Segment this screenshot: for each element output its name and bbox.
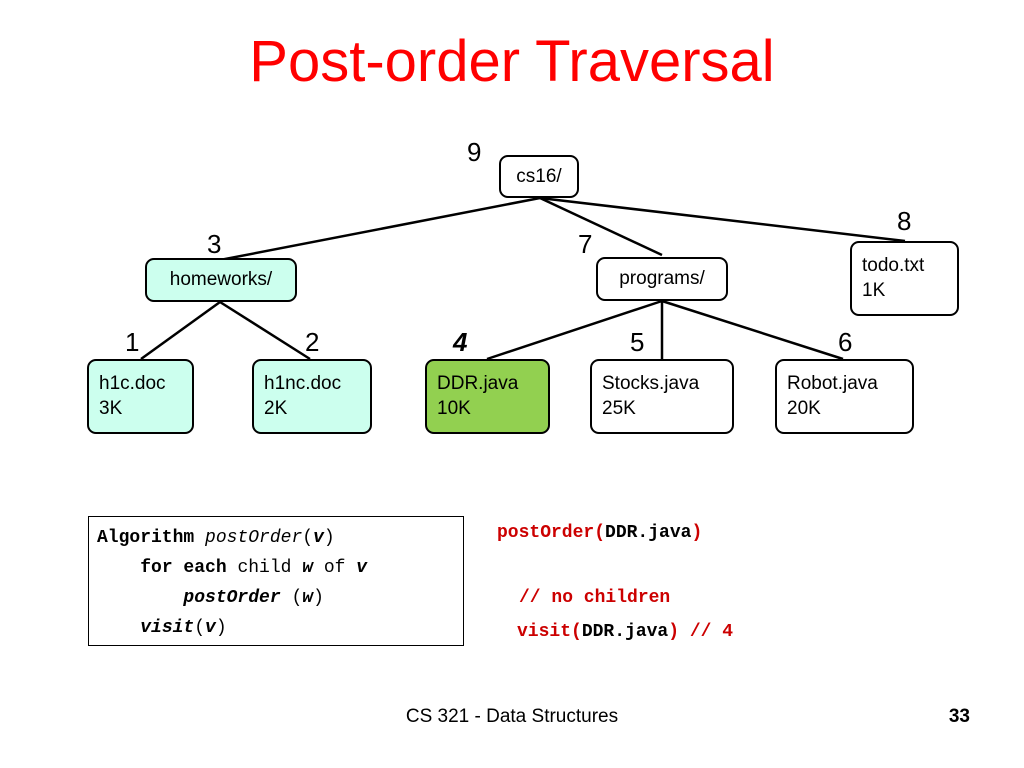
paren-close: ) bbox=[215, 618, 227, 638]
child-text: child bbox=[226, 558, 303, 578]
slide-page-number: 33 bbox=[948, 706, 970, 727]
node-homeworks: homeworks/ bbox=[145, 258, 297, 302]
order-number-robot: 6 bbox=[838, 327, 853, 357]
edge-homeworks-h1c bbox=[140, 300, 221, 361]
order-number-h1c: 1 bbox=[125, 327, 140, 357]
variable-w: w bbox=[302, 558, 314, 578]
order-number-todo: 8 bbox=[897, 206, 912, 236]
edge-programs-robot bbox=[661, 299, 844, 361]
variable-v: v bbox=[205, 618, 216, 638]
trace-visit-function: visit( bbox=[517, 622, 582, 642]
algorithm-paren-close: ) bbox=[323, 528, 335, 548]
indent bbox=[97, 588, 183, 608]
edge-root-programs bbox=[539, 196, 663, 257]
node-stocks-name: Stocks.java bbox=[602, 373, 700, 394]
algorithm-line-1: Algorithm postOrder(v) bbox=[97, 523, 463, 553]
trace-visit-comment: // 4 bbox=[679, 622, 734, 642]
trace-call-argument: DDR.java bbox=[605, 523, 692, 543]
algorithm-line-4: visit(v) bbox=[97, 613, 463, 643]
order-number-ddr: 4 bbox=[453, 327, 468, 357]
trace-call: postOrder(DDR.java) bbox=[497, 523, 702, 543]
node-robot-name: Robot.java bbox=[787, 373, 878, 394]
order-number-programs: 7 bbox=[578, 229, 593, 259]
algorithm-param-v: v bbox=[313, 528, 324, 548]
node-programs-label: programs/ bbox=[619, 268, 705, 289]
visit-call-name: visit bbox=[140, 618, 195, 638]
paren-open: ( bbox=[194, 618, 206, 638]
node-h1nc-name: h1nc.doc bbox=[264, 373, 342, 394]
node-ddr-name: DDR.java bbox=[437, 373, 519, 394]
algorithm-keyword: Algorithm bbox=[97, 528, 206, 548]
edge-homeworks-h1nc bbox=[219, 300, 311, 361]
slide-footer: CS 321 - Data Structures bbox=[405, 706, 619, 727]
node-todo-name: todo.txt bbox=[862, 255, 925, 276]
order-number-stocks: 5 bbox=[630, 327, 645, 357]
node-ddr-size: 10K bbox=[437, 398, 471, 419]
node-robot-size: 20K bbox=[787, 398, 821, 419]
node-h1c-name: h1c.doc bbox=[99, 373, 166, 394]
node-homeworks-label: homeworks/ bbox=[169, 269, 273, 290]
indent bbox=[97, 558, 140, 578]
paren-open: ( bbox=[280, 588, 303, 608]
node-h1c-size: 3K bbox=[99, 398, 123, 419]
for-each-keyword: for each bbox=[140, 558, 227, 578]
indent bbox=[97, 618, 140, 638]
edge-programs-ddr bbox=[486, 299, 663, 361]
node-root-label: cs16/ bbox=[516, 165, 562, 187]
node-h1nc-size: 2K bbox=[264, 398, 288, 419]
node-stocks-size: 25K bbox=[602, 398, 636, 419]
algorithm-line-2: for each child w of v bbox=[97, 553, 463, 583]
slide-title: Post-order Traversal bbox=[249, 29, 775, 94]
node-todo-size: 1K bbox=[862, 280, 886, 301]
node-stocks: Stocks.java 25K bbox=[590, 359, 734, 434]
node-h1nc: h1nc.doc 2K bbox=[252, 359, 372, 434]
order-number-h1nc: 2 bbox=[305, 327, 320, 357]
algorithm-paren-open: ( bbox=[302, 528, 314, 548]
trace-visit: visit(DDR.java) // 4 bbox=[517, 622, 733, 642]
variable-w: w bbox=[302, 588, 314, 608]
paren-close: ) bbox=[313, 588, 324, 608]
order-number-root: 9 bbox=[467, 137, 482, 167]
trace-call-function: postOrder( bbox=[497, 523, 606, 543]
node-ddr: DDR.java 10K bbox=[425, 359, 550, 434]
edge-root-todo bbox=[539, 196, 906, 243]
node-root: cs16/ bbox=[499, 155, 579, 198]
node-programs: programs/ bbox=[596, 257, 728, 301]
node-robot: Robot.java 20K bbox=[775, 359, 914, 434]
variable-v: v bbox=[356, 558, 368, 578]
algorithm-line-3: postOrder (w) bbox=[97, 583, 463, 613]
node-todo: todo.txt 1K bbox=[850, 241, 959, 316]
trace-comment: // no children bbox=[519, 588, 671, 608]
recursive-call-name: postOrder bbox=[183, 588, 281, 608]
trace-visit-close: ) bbox=[668, 622, 680, 642]
order-number-homeworks: 3 bbox=[207, 229, 222, 259]
trace-visit-argument: DDR.java bbox=[581, 622, 669, 642]
algorithm-box: Algorithm postOrder(v) for each child w … bbox=[88, 516, 464, 646]
of-text: of bbox=[313, 558, 357, 578]
algorithm-function-name: postOrder bbox=[205, 528, 303, 548]
node-h1c: h1c.doc 3K bbox=[87, 359, 194, 434]
edge-root-homeworks bbox=[219, 196, 541, 262]
trace-call-close: ) bbox=[691, 523, 703, 543]
